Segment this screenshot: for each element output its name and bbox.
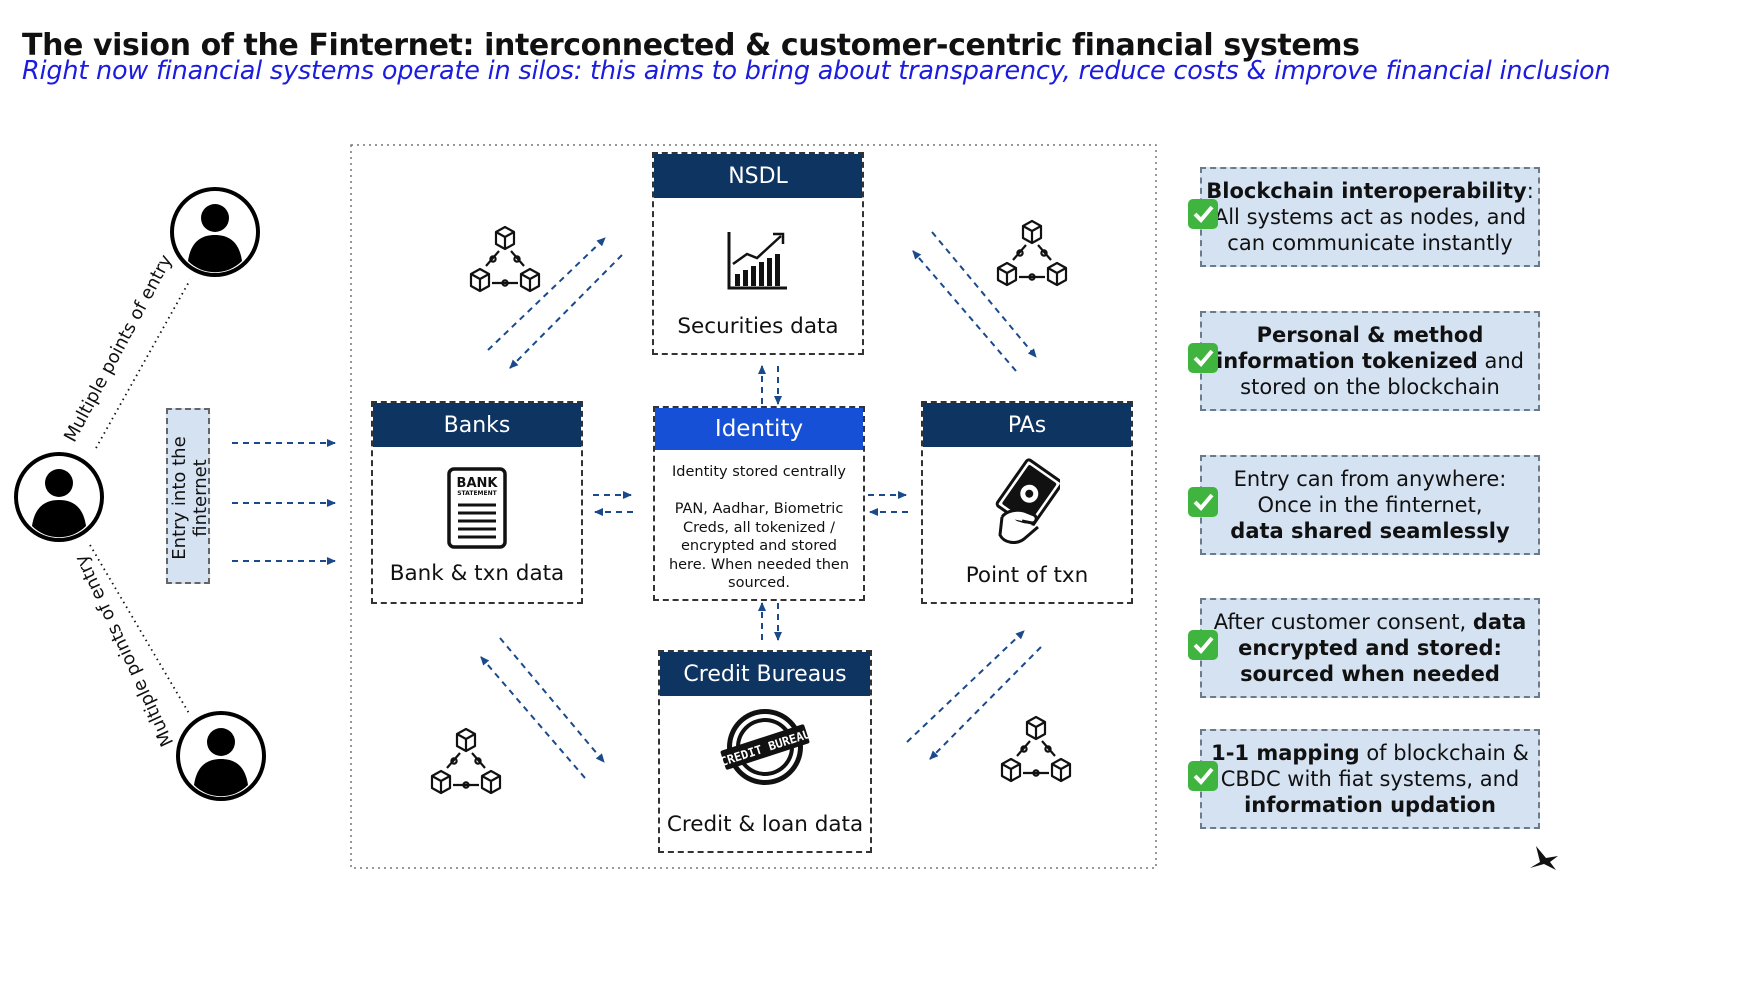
identity-line2: PAN, Aadhar, Biometric Creds, all tokeni… — [668, 501, 850, 591]
credit-bureau-stamp-icon: CREDIT BUREAU — [719, 709, 811, 785]
user-bottom-icon — [176, 711, 266, 801]
blockchain-icon — [469, 225, 541, 293]
user-main-icon — [14, 452, 104, 542]
check-icon — [1188, 199, 1218, 229]
banks-header: Banks — [373, 403, 581, 447]
banks-label: Bank & txn data — [389, 561, 565, 586]
callout-tokenized-information: Personal & method information tokenized … — [1200, 311, 1540, 411]
blockchain-icon — [1000, 715, 1072, 783]
check-icon — [1188, 343, 1218, 373]
credit-bureaus-label: Credit & loan data — [666, 812, 864, 837]
check-icon — [1188, 761, 1218, 791]
pas-header: PAs — [923, 403, 1131, 447]
callout-blockchain-interoperability: Blockchain interoperability: All systems… — [1200, 167, 1540, 267]
blockchain-icon — [430, 727, 502, 795]
bird-logo-icon — [1530, 846, 1558, 870]
credit-bureaus-header: Credit Bureaus — [660, 652, 870, 696]
check-icon — [1188, 630, 1218, 660]
nsdl-header: NSDL — [654, 154, 862, 198]
credit-bureaus-node: Credit Bureaus CREDIT BUREAU Credit & lo… — [658, 650, 872, 853]
identity-credit-arrows — [758, 602, 782, 641]
page-subtitle: Right now financial systems operate in s… — [22, 56, 1611, 86]
user-top-icon — [170, 187, 260, 277]
nsdl-node: NSDL Securities data — [652, 152, 864, 355]
callout-entry-anywhere: Entry can from anywhere: Once in the fin… — [1200, 455, 1540, 555]
page-title: The vision of the Finternet: interconnec… — [22, 28, 1360, 63]
bar-chart-icon — [727, 232, 787, 290]
entry-into-finternet-label: Entry into the finternet — [169, 436, 211, 560]
ecosystem-frame — [350, 144, 1157, 869]
svg-text:BANK: BANK — [457, 476, 499, 491]
identity-node: Identity Identity stored centrally PAN, … — [653, 406, 865, 601]
pas-label: Point of txn — [965, 563, 1089, 588]
svg-text:STATEMENT: STATEMENT — [457, 490, 497, 497]
banks-identity-arrows — [593, 491, 633, 516]
callout-customer-consent: After customer consent, data encrypted a… — [1200, 598, 1540, 698]
nsdl-identity-arrows — [758, 365, 782, 405]
bank-statement-icon: BANK STATEMENT — [447, 467, 507, 549]
blockchain-icon — [996, 219, 1068, 287]
pas-node: PAs Point of txn — [921, 401, 1133, 604]
nsdl-label: Securities data — [677, 314, 839, 339]
entry-into-finternet-box: Entry into the finternet — [166, 408, 211, 584]
entry-connector-top — [95, 279, 191, 449]
identity-pas-arrows — [868, 491, 908, 516]
check-icon — [1188, 487, 1218, 517]
banks-node: Banks BANK STATEMENT Bank & txn data — [371, 401, 583, 604]
cash-payment-icon — [995, 458, 1060, 544]
diagonal-arrows — [480, 231, 1042, 779]
identity-header: Identity — [655, 408, 863, 450]
entry-arrows — [232, 439, 336, 565]
identity-line1: Identity stored centrally — [672, 464, 846, 480]
callout-one-to-one-mapping: 1-1 mapping of blockchain & CBDC with fi… — [1200, 729, 1540, 829]
